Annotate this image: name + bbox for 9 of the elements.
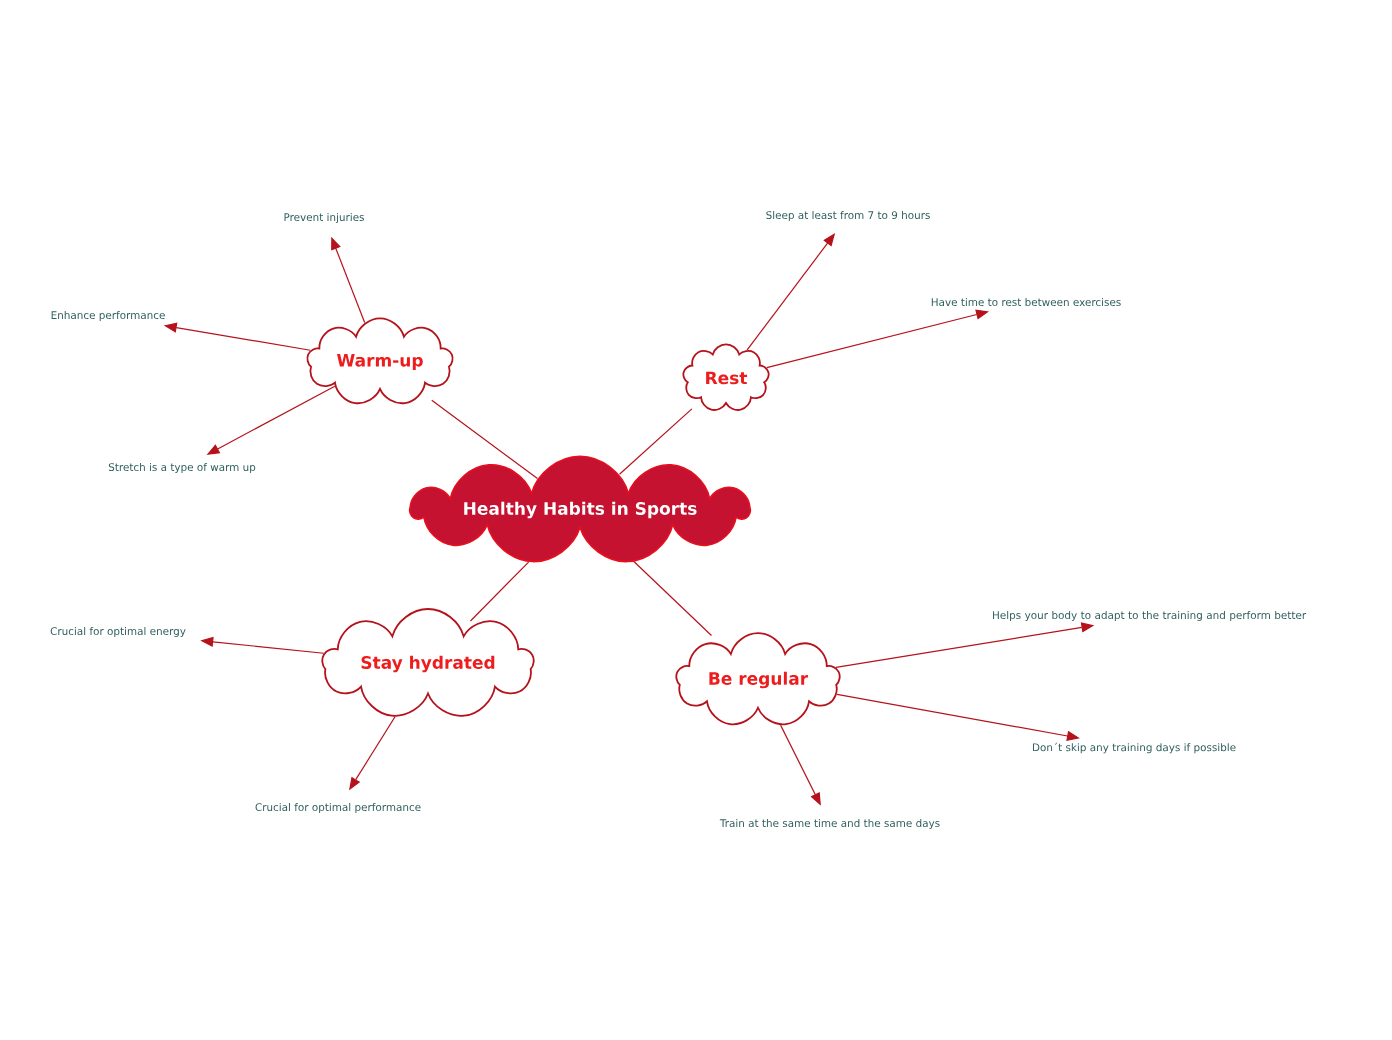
connector-line xyxy=(469,561,530,622)
connector-line xyxy=(633,561,713,637)
connector-line xyxy=(431,399,539,480)
central-cloud: Healthy Habits in Sports xyxy=(408,455,752,563)
connector-line xyxy=(618,408,693,475)
topic-cloud: Be regular xyxy=(675,632,841,726)
topic-cloud: Stay hydrated xyxy=(321,608,535,717)
topic-cloud: Warm-up xyxy=(306,317,454,405)
topic-cloud: Rest xyxy=(682,343,770,411)
